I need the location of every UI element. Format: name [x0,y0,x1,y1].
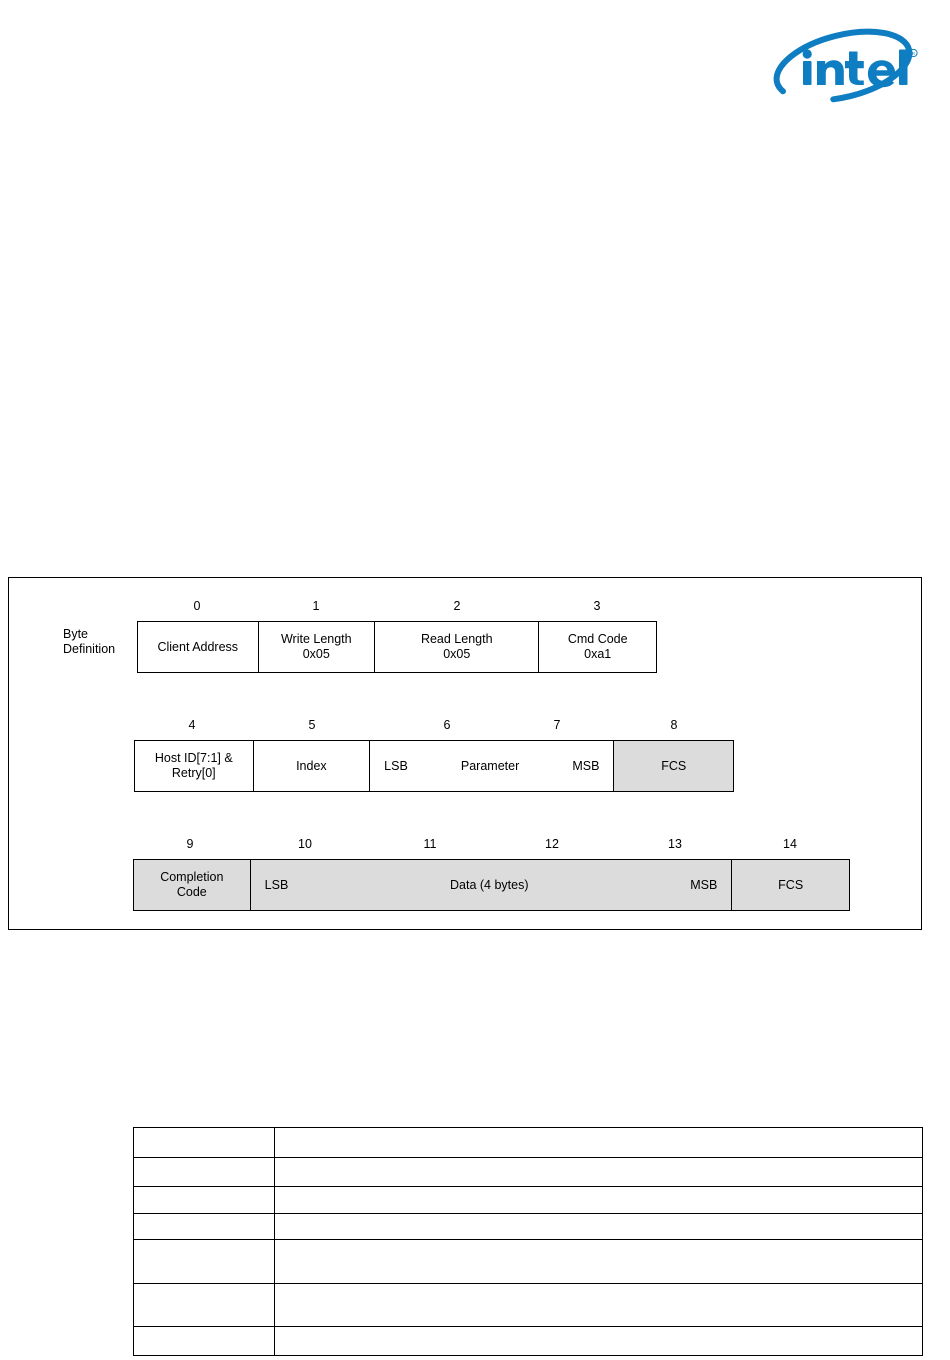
byte-number: 12 [545,837,559,851]
packet-cell-host-id-retry: Host ID[7:1] & Retry[0] [135,741,254,791]
table-cell [133,1186,275,1214]
byte-number: 10 [298,837,312,851]
intel-logo: R [763,25,923,107]
packet-row-3: 9 10 11 12 13 14 Completion Code LSB Dat… [133,837,850,911]
table-row [133,1283,923,1327]
table-cell [274,1213,923,1240]
svg-text:R: R [912,51,916,56]
byte-number: 0 [193,599,201,613]
packet-cell-client-address: Client Address [138,622,259,672]
packet-cell-parameter: LSB Parameter MSB [370,741,615,791]
table-row [133,1157,923,1187]
byte-number: 1 [312,599,320,613]
table-cell [133,1283,275,1327]
packet-cell-write-length: Write Length 0x05 [258,622,376,672]
packet-cell-data-lsb: LSB [264,877,289,892]
table-cell [274,1157,923,1187]
table-cell [133,1157,275,1187]
table-cell [274,1186,923,1214]
packet-row-1-byte-numbers: 0 1 2 3 [137,599,657,617]
packet-cell-data-msb: MSB [690,877,718,892]
table-cell [274,1283,923,1327]
byte-number: 14 [783,837,797,851]
table-row [133,1186,923,1214]
byte-number: 9 [186,837,194,851]
packet-cell-completion-code: Completion Code [134,860,251,910]
byte-number: 13 [668,837,682,851]
intel-logo-svg: R [773,28,918,104]
packet-row-3-byte-numbers: 9 10 11 12 13 14 [133,837,850,855]
packet-cell-read-length: Read Length 0x05 [375,622,540,672]
packet-cell-fcs: FCS [614,741,733,791]
empty-field-description-table [133,1127,923,1356]
table-row [133,1127,923,1158]
packet-cell-data-label: Data (4 bytes) [450,877,529,892]
byte-number: 2 [453,599,461,613]
table-cell [274,1127,923,1158]
table-cell [133,1127,275,1158]
byte-number: 3 [593,599,601,613]
packet-cell-parameter-label: Parameter [460,758,520,773]
packet-row-2: 4 5 6 7 8 Host ID[7:1] & Retry[0] Index … [134,718,734,792]
byte-number: 11 [423,837,437,851]
packet-cell-data: LSB Data (4 bytes) MSB [250,860,733,910]
packet-cell-index: Index [253,741,371,791]
byte-definition-label: Byte Definition [63,627,116,656]
table-cell [274,1326,923,1356]
table-row [133,1213,923,1240]
byte-number: 6 [443,718,451,732]
byte-number: 7 [553,718,561,732]
table-cell [133,1213,275,1240]
packet-cell-fcs: FCS [732,860,849,910]
byte-number: 4 [188,718,196,732]
packet-cell-parameter-msb: MSB [572,758,600,773]
table-cell [133,1326,275,1356]
packet-row-1: 0 1 2 3 Client Address Write Length 0x05… [137,599,657,673]
byte-number: 8 [670,718,678,732]
table-cell [133,1239,275,1284]
byte-number: 5 [308,718,316,732]
packet-cell-cmd-code: Cmd Code 0xa1 [539,622,656,672]
packet-row-2-byte-numbers: 4 5 6 7 8 [134,718,734,736]
table-row [133,1239,923,1284]
table-cell [274,1239,923,1284]
packet-format-figure-frame [8,577,922,930]
packet-cell-parameter-lsb: LSB [384,758,408,773]
table-row [133,1326,923,1356]
